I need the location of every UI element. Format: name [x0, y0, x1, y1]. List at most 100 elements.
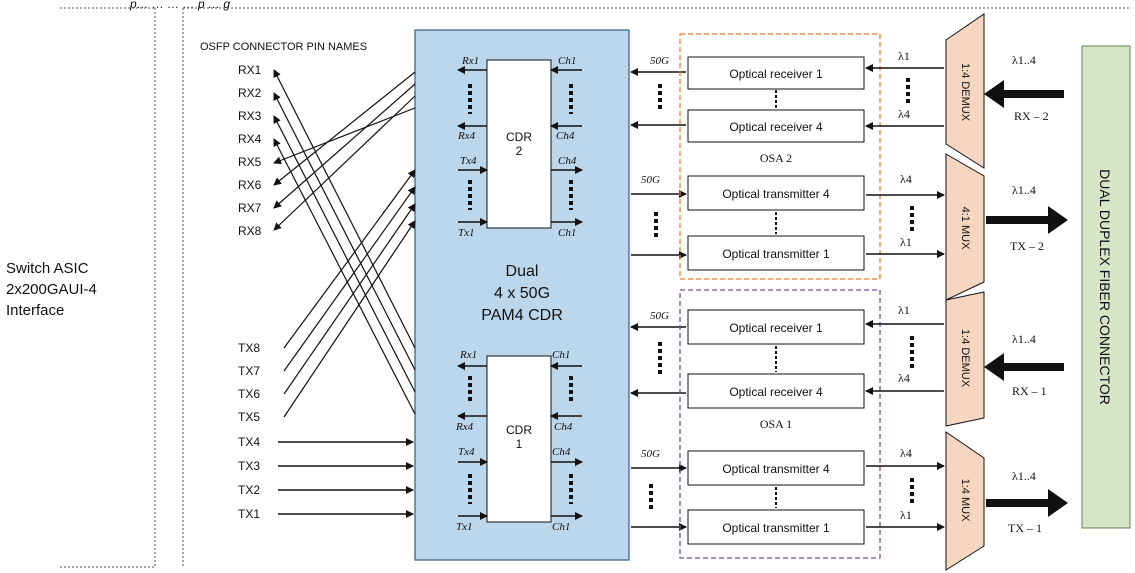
demux-rx1: 1:4 DEMUX [945, 291, 985, 427]
tx-straight-wires [278, 438, 414, 518]
fiber-tx2-label: TX – 2 [1010, 239, 1044, 253]
pin-rx8: RX8 [238, 224, 262, 238]
mux-tx2: 4:1 MUX [945, 153, 985, 301]
pin-names-header: OSFP CONNECTOR PIN NAMES [200, 41, 367, 53]
pin-rx3: RX3 [238, 109, 262, 123]
host-label-line2: 2x200GAUI-4 [6, 281, 97, 298]
pin-tx5: TX5 [238, 410, 260, 424]
cdr2-number: 2 [516, 144, 523, 158]
osa1-receiver-1-label: Optical receiver 1 [729, 321, 823, 335]
mux-tx1-label: 1:4 MUX [959, 479, 971, 522]
cdr1-rx4-label: Rx4 [455, 421, 474, 433]
pin-tx3: TX3 [238, 459, 260, 473]
tx-pin-labels: TX8 TX7 TX6 TX5 TX4 TX3 TX2 TX1 [238, 341, 260, 521]
cdr2-box [486, 59, 552, 229]
host-label-line1: Switch ASIC [6, 260, 89, 277]
fiber-connector-label: DUAL DUPLEX FIBER CONNECTOR [1097, 169, 1113, 405]
cdr2-ch4-in-label: Ch4 [556, 130, 575, 142]
osa2-receiver-4-label: Optical receiver 4 [729, 120, 823, 134]
cdr-osa-wires [630, 68, 687, 531]
cdr1-tx4-label: Tx4 [458, 446, 475, 458]
osa1-transmitter-1 [687, 509, 865, 545]
cdr2-rx1-label: Rx1 [461, 55, 479, 67]
lambda1-rx1: λ1 [898, 303, 910, 317]
lambda14-tx2: λ1..4 [1012, 183, 1036, 197]
fiber-rx1-label: RX – 1 [1012, 384, 1047, 398]
lambda4-tx1: λ4 [900, 446, 912, 460]
rate-50g-tx2: 50G [641, 174, 660, 186]
fiber-tx1-label: TX – 1 [1008, 521, 1042, 535]
lambda1-rx2: λ1 [898, 49, 910, 63]
lambda4-rx1: λ4 [898, 371, 910, 385]
pin-rx7: RX7 [238, 201, 262, 215]
fiber-arrows [984, 80, 1068, 517]
cdr1-ch1-out-label: Ch1 [552, 521, 570, 533]
demux-rx2-label: 1:4 DEMUX [959, 63, 971, 122]
cdr2-ch1-out-label: Ch1 [558, 227, 576, 239]
cdr2-rx4-label: Rx4 [457, 130, 476, 142]
pin-tx2: TX2 [238, 483, 260, 497]
pin-tx7: TX7 [238, 364, 260, 378]
cdr1-number: 1 [516, 437, 523, 451]
osa-mux-wires [865, 64, 945, 531]
rx-crossing-wires [273, 69, 416, 415]
mux-tx1: 1:4 MUX [945, 431, 985, 571]
cdr-title-line2: 4 x 50G [494, 285, 550, 302]
cdr2-tx4-label: Tx4 [460, 155, 477, 167]
osa2-transmitter-1-label: Optical transmitter 1 [722, 247, 830, 261]
demux-rx1-label: 1:4 DEMUX [959, 329, 971, 388]
osa1-transmitter-1-label: Optical transmitter 1 [722, 521, 830, 535]
osa2-transmitter-4-label: Optical transmitter 4 [722, 187, 830, 201]
rate-50g-rx2: 50G [650, 55, 669, 67]
host-label-line3: Interface [6, 302, 64, 319]
pin-rx1: RX1 [238, 63, 262, 77]
cdr-title-line1: Dual [506, 263, 539, 280]
osa2-boundary [679, 33, 881, 280]
lambda4-rx2: λ4 [898, 107, 910, 121]
pin-rx5: RX5 [238, 155, 262, 169]
lambda1-tx2: λ1 [900, 235, 912, 249]
rate-50g-tx1: 50G [641, 448, 660, 460]
lambda14-rx2: λ1..4 [1012, 53, 1036, 67]
pin-tx6: TX6 [238, 387, 260, 401]
osa1-transmitter-4 [687, 450, 865, 486]
lambda14-tx1: λ1..4 [1012, 469, 1036, 483]
cdr1-label: CDR [506, 423, 532, 437]
pin-rx4: RX4 [238, 132, 262, 146]
osa2-receiver-1-label: Optical receiver 1 [729, 67, 823, 81]
cdr2-ch1-in-label: Ch1 [558, 55, 576, 67]
pin-tx4: TX4 [238, 435, 260, 449]
rate-50g-rx1: 50G [650, 310, 669, 322]
cdr1-ch4-out-label: Ch4 [552, 446, 571, 458]
pin-rx6: RX6 [238, 178, 262, 192]
osa2-receiver-1 [687, 56, 865, 90]
osa1-boundary [679, 289, 881, 559]
demux-rx2: 1:4 DEMUX [945, 13, 985, 169]
cdr2-tx1-label: Tx1 [458, 227, 475, 239]
cdr1-rx1-label: Rx1 [459, 349, 477, 361]
cdr2-ch4-out-label: Ch4 [558, 155, 577, 167]
osa2-transmitter-4 [687, 175, 865, 211]
cdr1-ch1-in-label: Ch1 [552, 349, 570, 361]
pin-tx1: TX1 [238, 507, 260, 521]
lambda14-rx1: λ1..4 [1012, 332, 1036, 346]
cdr1-tx1-label: Tx1 [456, 521, 473, 533]
cdr2-label: CDR [506, 130, 532, 144]
lambda1-tx1: λ1 [900, 508, 912, 522]
fiber-rx2-label: RX – 2 [1014, 109, 1049, 123]
cdr-title-line3: PAM4 CDR [481, 307, 563, 324]
cdr1-ch4-in-label: Ch4 [554, 421, 573, 433]
caption-fragment: p… … … … p … g [129, 0, 230, 11]
pin-rx2: RX2 [238, 86, 262, 100]
osa2-receiver-4 [687, 109, 865, 143]
osa1-receiver-1 [687, 309, 865, 345]
cdr1-box [486, 355, 552, 523]
lambda4-tx2: λ4 [900, 172, 912, 186]
pin-tx8: TX8 [238, 341, 260, 355]
osa1-label: OSA 1 [760, 417, 792, 431]
mux-tx2-label: 4:1 MUX [959, 207, 971, 250]
osa2-transmitter-1 [687, 235, 865, 271]
osa1-transmitter-4-label: Optical transmitter 4 [722, 462, 830, 476]
fiber-connector [1081, 45, 1131, 529]
